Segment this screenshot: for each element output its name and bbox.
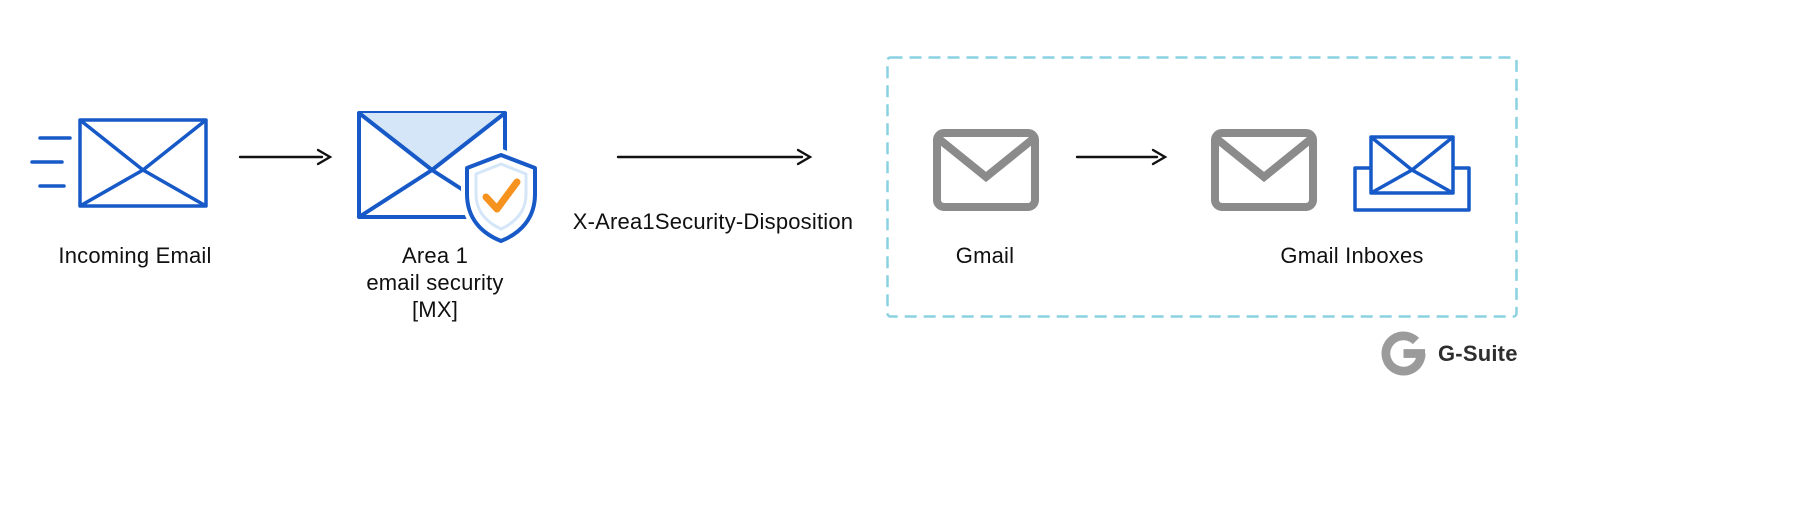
envelope-icon: [1369, 135, 1455, 195]
gmail-inboxes-label: Gmail Inboxes: [1280, 243, 1424, 268]
google-g-icon: [1381, 331, 1426, 376]
envelope-icon: [78, 118, 208, 208]
gsuite-label: G-Suite: [1438, 340, 1518, 366]
envelope-with-shield-check-icon: [357, 111, 541, 246]
area1-label-line3: [MX]: [411, 297, 459, 322]
right-arrow-icon: [1075, 148, 1168, 166]
area1-label: Area 1 email security [MX]: [335, 242, 535, 323]
disposition-label: X-Area1Security-Disposition: [572, 209, 854, 234]
right-arrow-icon: [616, 148, 813, 166]
gmail-envelope-icon: [933, 129, 1039, 211]
area1-label-line1: Area 1: [401, 243, 469, 268]
gmail-envelope-icon: [1211, 129, 1317, 211]
gsuite-boundary-box: [886, 56, 1518, 318]
envelope-in-tray-icon: [1353, 135, 1471, 212]
gsuite-brand: G-Suite: [1380, 330, 1518, 377]
area1-label-line2: email security: [366, 270, 504, 295]
gmail-label: Gmail: [955, 243, 1015, 268]
speed-lines: [30, 136, 72, 188]
envelope-with-speed-lines-icon: [30, 118, 208, 208]
right-arrow-icon: [238, 148, 333, 166]
shield-icon: [461, 149, 541, 246]
incoming-email-label: Incoming Email: [58, 243, 212, 268]
checkmark-icon: [482, 178, 521, 213]
